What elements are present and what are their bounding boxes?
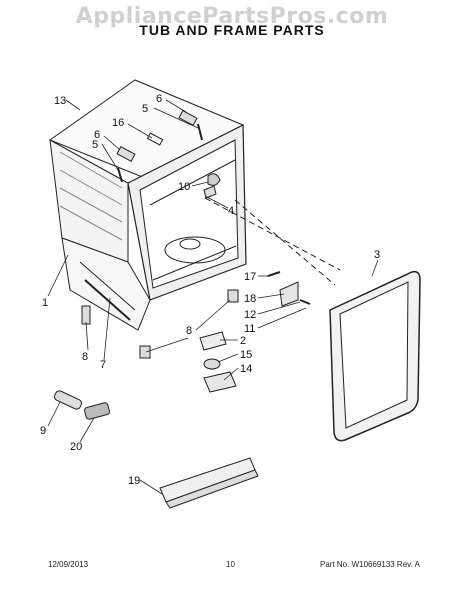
toe-panel-19 [159, 457, 259, 509]
part-15 [203, 358, 221, 370]
foot-8-left [139, 345, 151, 359]
callout-10: 10 [178, 181, 190, 193]
watermark: AppliancePartsPros.com [75, 4, 389, 29]
callout-11: 11 [244, 323, 255, 335]
callout-9: 9 [40, 425, 46, 437]
callout-19: 19 [128, 475, 140, 487]
callouts: 13 6 5 16 6 5 10 4 3 1 17 18 12 11 8 8 7… [40, 93, 380, 487]
footer-date: 12/09/2013 [48, 560, 89, 569]
clip-10 [203, 173, 221, 199]
page-title: TUB AND FRAME PARTS [139, 22, 325, 38]
foot-8-front [81, 305, 91, 325]
callout-7: 7 [100, 359, 106, 371]
part-20 [84, 402, 110, 420]
callout-13: 13 [54, 95, 66, 107]
callout-4: 4 [228, 205, 234, 217]
callout-16: 16 [112, 117, 124, 129]
screw-17 [267, 271, 281, 277]
door-gasket [329, 270, 421, 442]
screw-5-left [117, 167, 123, 183]
callout-1: 1 [42, 297, 48, 309]
leader-lines [47, 99, 379, 495]
callout-12: 12 [244, 309, 256, 321]
tub-frame [48, 79, 247, 331]
pad-2 [199, 331, 227, 351]
callout-6-top: 6 [156, 93, 162, 105]
callout-15: 15 [240, 349, 252, 361]
callout-20: 20 [70, 441, 82, 453]
screw-5-right [197, 123, 203, 141]
callout-2: 2 [240, 335, 246, 347]
bracket-18 [279, 281, 299, 307]
callout-3: 3 [374, 249, 380, 261]
callout-14: 14 [240, 363, 252, 375]
screw-12 [299, 299, 311, 305]
callout-18: 18 [244, 293, 256, 305]
part-9 [54, 390, 82, 410]
callout-6-left: 6 [94, 129, 100, 141]
top-bracket-left [116, 146, 136, 162]
callout-5-top: 5 [142, 103, 148, 115]
part-14 [203, 371, 237, 393]
foot-8-right [227, 289, 239, 303]
callout-8-right: 8 [186, 325, 192, 337]
top-bracket-right [178, 110, 198, 126]
footer-page: 10 [226, 560, 235, 569]
callout-17: 17 [244, 271, 256, 283]
callout-5-left: 5 [92, 139, 98, 151]
callout-8-left: 8 [82, 351, 88, 363]
footer-part-number: Part No. W10669133 Rev. A [320, 560, 420, 569]
